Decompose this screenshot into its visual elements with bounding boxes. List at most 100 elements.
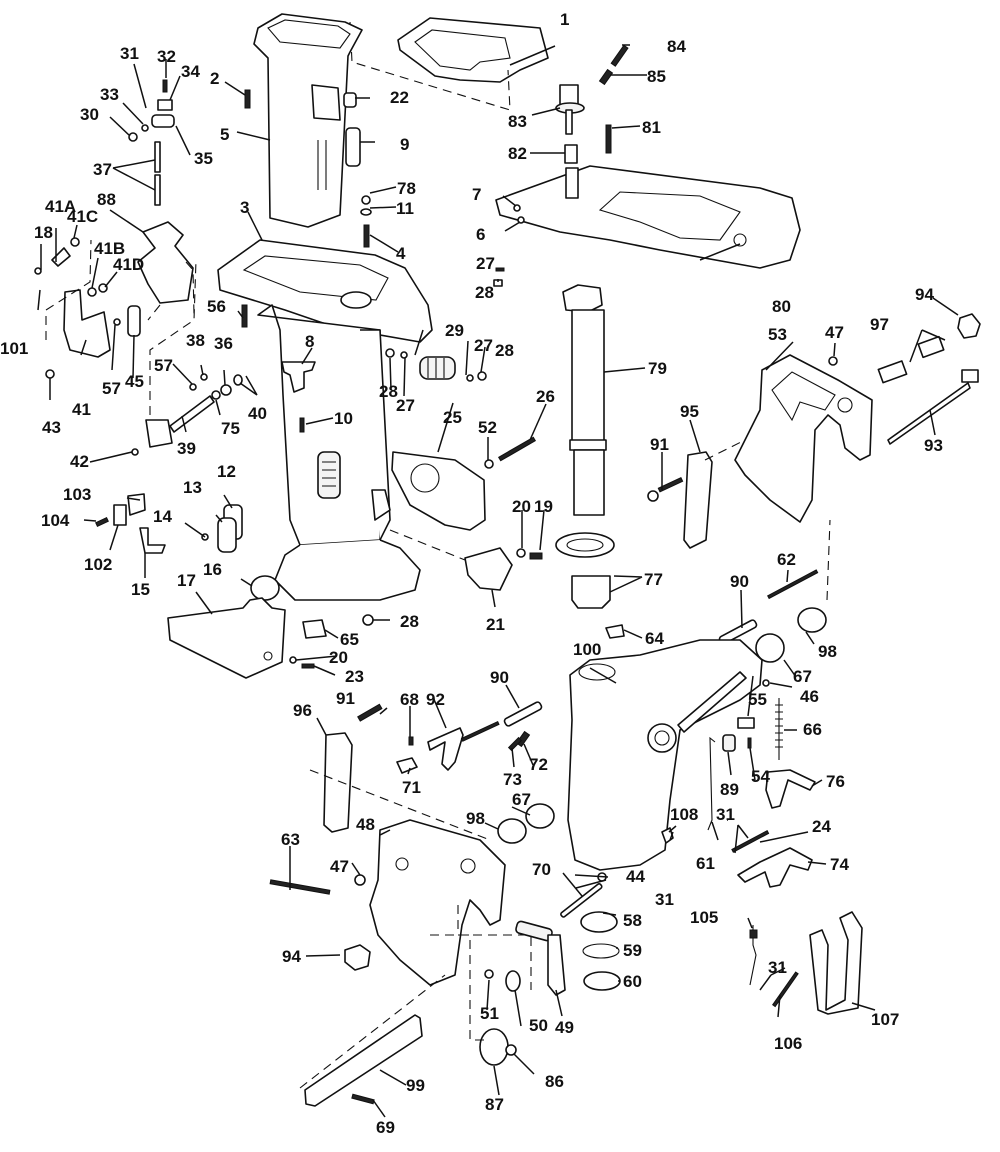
label-part-31b[interactable]: 31 [716,805,735,824]
label-part-8[interactable]: 8 [305,332,314,351]
label-part-97[interactable]: 97 [870,315,889,334]
label-part-5[interactable]: 5 [220,125,229,144]
label-part-58[interactable]: 58 [623,911,642,930]
label-part-85[interactable]: 85 [647,67,666,86]
label-part-95[interactable]: 95 [680,402,699,421]
label-part-23[interactable]: 23 [345,667,364,686]
label-part-74[interactable]: 74 [830,855,849,874]
label-part-14[interactable]: 14 [153,507,172,526]
label-part-72[interactable]: 72 [529,755,548,774]
label-part-48[interactable]: 48 [356,815,375,834]
label-part-86[interactable]: 86 [545,1072,564,1091]
label-part-49[interactable]: 49 [555,1018,574,1037]
label-part-41a[interactable]: 41A [45,197,76,216]
label-part-24[interactable]: 24 [812,817,831,836]
label-part-90a[interactable]: 90 [730,572,749,591]
label-part-1[interactable]: 1 [560,10,569,29]
label-part-76[interactable]: 76 [826,772,845,791]
label-part-27b[interactable]: 27 [396,396,415,415]
label-part-30[interactable]: 30 [80,105,99,124]
label-part-28c[interactable]: 28 [475,283,494,302]
label-part-102[interactable]: 102 [84,555,112,574]
label-part-98b[interactable]: 98 [466,809,485,828]
label-part-100[interactable]: 100 [573,640,601,659]
label-part-27a[interactable]: 27 [474,336,493,355]
label-part-83[interactable]: 83 [508,112,527,131]
label-part-96[interactable]: 96 [293,701,312,720]
label-part-18[interactable]: 18 [34,223,53,242]
label-part-103[interactable]: 103 [63,485,91,504]
label-part-22[interactable]: 22 [390,88,409,107]
label-part-28d[interactable]: 28 [400,612,419,631]
label-part-20b[interactable]: 20 [329,648,348,667]
label-part-55[interactable]: 55 [748,690,767,709]
label-part-82[interactable]: 82 [508,144,527,163]
label-part-41b[interactable]: 41B [94,239,125,258]
label-part-99[interactable]: 99 [406,1076,425,1095]
label-part-39[interactable]: 39 [177,439,196,458]
label-part-56[interactable]: 56 [207,297,226,316]
label-part-43[interactable]: 43 [42,418,61,437]
label-part-57b[interactable]: 57 [102,379,121,398]
label-part-108[interactable]: 108 [670,805,698,824]
label-part-25[interactable]: 25 [443,408,462,427]
label-part-31d[interactable]: 31 [768,958,787,977]
label-part-70[interactable]: 70 [532,860,551,879]
label-part-105[interactable]: 105 [690,908,718,927]
label-part-27c[interactable]: 27 [476,254,495,273]
label-part-40[interactable]: 40 [248,404,267,423]
label-part-38[interactable]: 38 [186,331,205,350]
label-part-73[interactable]: 73 [503,770,522,789]
label-part-42[interactable]: 42 [70,452,89,471]
label-part-29[interactable]: 29 [445,321,464,340]
label-part-89[interactable]: 89 [720,780,739,799]
label-part-71[interactable]: 71 [402,778,421,797]
label-part-80[interactable]: 80 [772,297,791,316]
label-part-21[interactable]: 21 [486,615,505,634]
label-part-47b[interactable]: 47 [330,857,349,876]
label-part-54[interactable]: 54 [751,767,770,786]
label-part-59[interactable]: 59 [623,941,642,960]
label-part-101[interactable]: 101 [0,339,28,358]
label-part-92[interactable]: 92 [426,690,445,709]
label-part-10[interactable]: 10 [334,409,353,428]
label-part-16[interactable]: 16 [203,560,222,579]
label-part-9[interactable]: 9 [400,135,409,154]
label-part-81[interactable]: 81 [642,118,661,137]
label-part-11[interactable]: 11 [396,199,414,218]
label-part-84[interactable]: 84 [667,37,686,56]
label-part-87[interactable]: 87 [485,1095,504,1114]
label-part-17[interactable]: 17 [177,571,196,590]
label-part-68[interactable]: 68 [400,690,419,709]
label-part-31c[interactable]: 31 [655,890,674,909]
label-part-98a[interactable]: 98 [818,642,837,661]
label-part-91a[interactable]: 91 [650,435,669,454]
label-part-37[interactable]: 37 [93,160,112,179]
label-part-19[interactable]: 19 [534,497,553,516]
label-part-47a[interactable]: 47 [825,323,844,342]
label-part-78[interactable]: 78 [397,179,416,198]
label-part-52[interactable]: 52 [478,418,497,437]
label-part-6[interactable]: 6 [476,225,485,244]
label-part-41d[interactable]: 41D [113,255,144,274]
label-part-57a[interactable]: 57 [154,356,173,375]
label-part-28a[interactable]: 28 [495,341,514,360]
label-part-65[interactable]: 65 [340,630,359,649]
label-part-106[interactable]: 106 [774,1034,802,1053]
label-part-61[interactable]: 61 [696,854,715,873]
label-part-63[interactable]: 63 [281,830,300,849]
label-part-41[interactable]: 41 [72,400,91,419]
label-part-79[interactable]: 79 [648,359,667,378]
label-part-31a[interactable]: 31 [120,44,139,63]
label-part-90b[interactable]: 90 [490,668,509,687]
label-part-77[interactable]: 77 [644,570,663,589]
label-part-36[interactable]: 36 [214,334,233,353]
label-part-26[interactable]: 26 [536,387,555,406]
label-part-28b[interactable]: 28 [379,382,398,401]
label-part-7[interactable]: 7 [472,185,481,204]
label-part-67b[interactable]: 67 [512,790,531,809]
label-part-3[interactable]: 3 [240,198,249,217]
label-part-4[interactable]: 4 [396,244,406,263]
label-part-94b[interactable]: 94 [282,947,301,966]
label-part-12[interactable]: 12 [217,462,236,481]
